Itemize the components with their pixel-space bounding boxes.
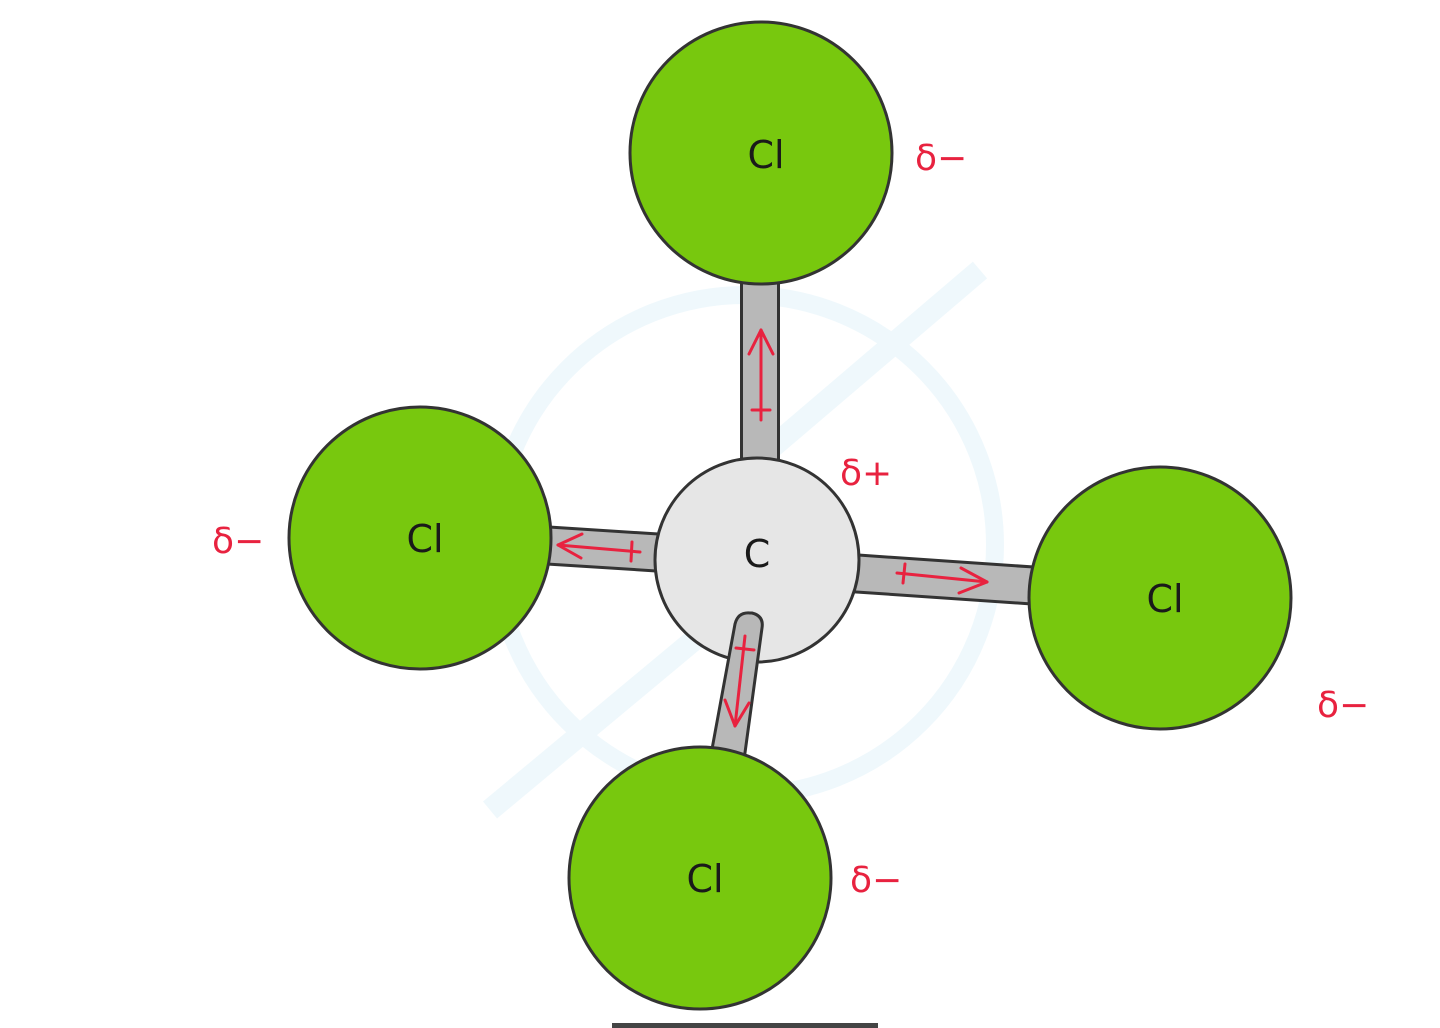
- dipole-arrow-top: [747, 328, 775, 422]
- chlorine-atom-top: [628, 20, 894, 286]
- atom-labels: C Cl Cl Cl Cl: [406, 133, 1183, 901]
- charge-label-left: δ−: [212, 521, 264, 562]
- partial-charges: δ+ δ− δ− δ− δ−: [212, 138, 1369, 901]
- chlorine-atom-bottom: [567, 745, 833, 1011]
- chlorine-atom-right: [1027, 465, 1293, 731]
- bottom-edge-bar: [612, 1023, 878, 1028]
- charge-label-carbon: δ+: [840, 453, 892, 494]
- chlorine-label-right: Cl: [1146, 577, 1183, 621]
- chlorine-atom-left: [287, 405, 553, 671]
- charge-label-bottom: δ−: [850, 860, 902, 901]
- dipole-arrow-bottom: [723, 634, 756, 728]
- charge-label-right: δ−: [1317, 685, 1369, 726]
- charge-label-top: δ−: [915, 138, 967, 179]
- dipole-arrows: [556, 328, 989, 728]
- dipole-arrow-right: [895, 562, 989, 595]
- bond-right-fill: [848, 556, 1042, 603]
- chlorine-label-bottom: Cl: [686, 857, 723, 901]
- dipole-arrow-left: [556, 532, 642, 563]
- carbon-label: C: [744, 532, 771, 576]
- chlorine-label-left: Cl: [406, 517, 443, 561]
- chlorine-atoms: [287, 20, 1293, 1011]
- chlorine-label-top: Cl: [747, 133, 784, 177]
